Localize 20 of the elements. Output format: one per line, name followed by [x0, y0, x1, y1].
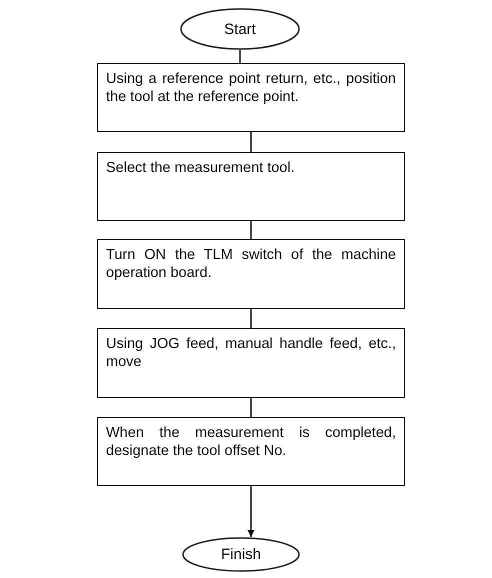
process-box [97, 152, 405, 221]
connector-line [250, 398, 252, 417]
step-text: Select the measurement tool. [106, 159, 296, 177]
step-text: Turn ON the TLM switch of the machine operation board. [106, 246, 396, 282]
process-box [97, 417, 405, 486]
process-box [97, 63, 405, 132]
process-box [97, 239, 405, 309]
connector-line [250, 309, 252, 328]
step-text: Using a reference point return, etc., position the tool at the reference point. [106, 70, 396, 106]
connector-line [250, 221, 252, 239]
arrow [248, 486, 254, 537]
connector-line [239, 50, 241, 63]
terminal-ellipse [182, 537, 300, 572]
step-text: When the measurement is completed, designate the tool offset No. [106, 424, 396, 460]
step-text: Using JOG feed, manual handle feed, etc., move [106, 335, 396, 371]
connector-line [250, 132, 252, 152]
terminal-ellipse [180, 8, 300, 50]
process-box [97, 328, 405, 398]
step-text: Finish [220, 546, 261, 563]
step-text: Start [224, 20, 256, 38]
